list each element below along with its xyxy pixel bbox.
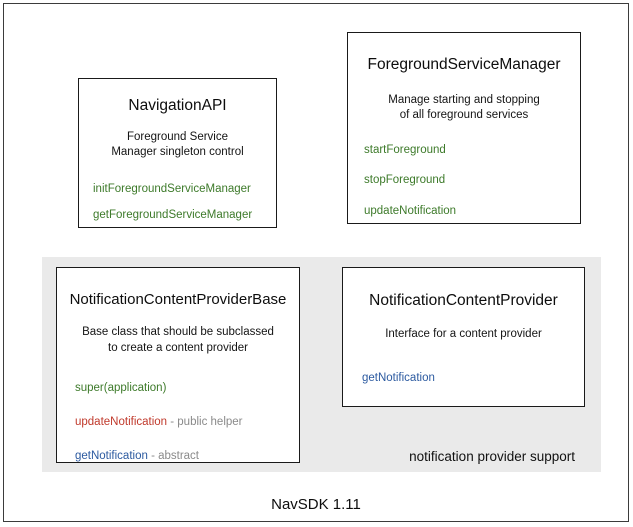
member-item[interactable]: updateNotification - public helper [75,416,299,430]
class-box-navigation-api[interactable]: NavigationAPI Foreground Service Manager… [78,78,277,228]
class-title-notification-content-provider-base: NotificationContentProviderBase [69,291,287,308]
member-item[interactable]: updateNotification [364,205,580,219]
class-box-foreground-service-manager[interactable]: ForegroundServiceManager Manage starting… [347,32,581,224]
class-box-notification-content-provider-base[interactable]: NotificationContentProviderBase Base cla… [56,267,300,463]
member-name: getForegroundServiceManager [93,209,253,222]
class-title-notification-content-provider: NotificationContentProvider [369,292,558,309]
class-description-notification-content-provider: Interface for a content provider [343,327,584,343]
member-name: updateNotification [364,205,457,218]
class-description-notification-content-provider-base: Base class that should be subclassed to … [57,325,299,356]
class-description-line: Interface for a content provider [385,327,542,340]
member-list-notification-content-provider-base: super(application) updateNotification - … [57,382,299,463]
member-list-notification-content-provider: getNotification [343,372,584,386]
member-name: updateNotification [75,415,168,428]
class-description-navigation-api: Foreground Service Manager singleton con… [79,130,276,161]
class-description-line: Manager singleton control [111,146,244,159]
member-name: getNotification [75,449,148,462]
class-title-foreground-service-manager: ForegroundServiceManager [367,56,561,73]
class-description-line: to create a content provider [108,341,248,354]
class-description-line: of all foreground services [399,109,529,122]
member-name: startForeground [364,143,446,156]
diagram-outer-frame: notification provider support Navigation… [3,3,629,522]
member-note: - abstract [147,449,200,462]
class-description-line: Foreground Service [127,130,228,143]
member-item[interactable]: getNotification [362,372,584,386]
member-list-navigation-api: initForegroundServiceManager getForegrou… [79,183,276,224]
member-name: getNotification [362,372,435,385]
member-item[interactable]: getNotification - abstract [75,450,299,464]
class-title-navigation-api: NavigationAPI [128,97,227,114]
member-item[interactable]: getForegroundServiceManager [93,209,276,223]
member-name: super(application) [75,382,167,395]
member-note: - public helper [167,415,243,428]
member-item[interactable]: initForegroundServiceManager [93,183,276,197]
group-label: notification provider support [409,449,575,464]
class-description-line: Manage starting and stopping [388,93,540,106]
member-item[interactable]: startForeground [364,144,580,158]
member-name: stopForeground [364,174,446,187]
member-list-foreground-service-manager: startForeground stopForeground updateNot… [348,144,580,219]
member-item[interactable]: stopForeground [364,174,580,188]
member-item[interactable]: super(application) [75,382,299,396]
class-box-notification-content-provider[interactable]: NotificationContentProvider Interface fo… [342,267,585,407]
member-name: initForegroundServiceManager [93,182,251,195]
class-description-foreground-service-manager: Manage starting and stopping of all fore… [348,93,580,124]
class-description-line: Base class that should be subclassed [82,326,274,338]
diagram-footer-caption: NavSDK 1.11 [271,496,361,513]
